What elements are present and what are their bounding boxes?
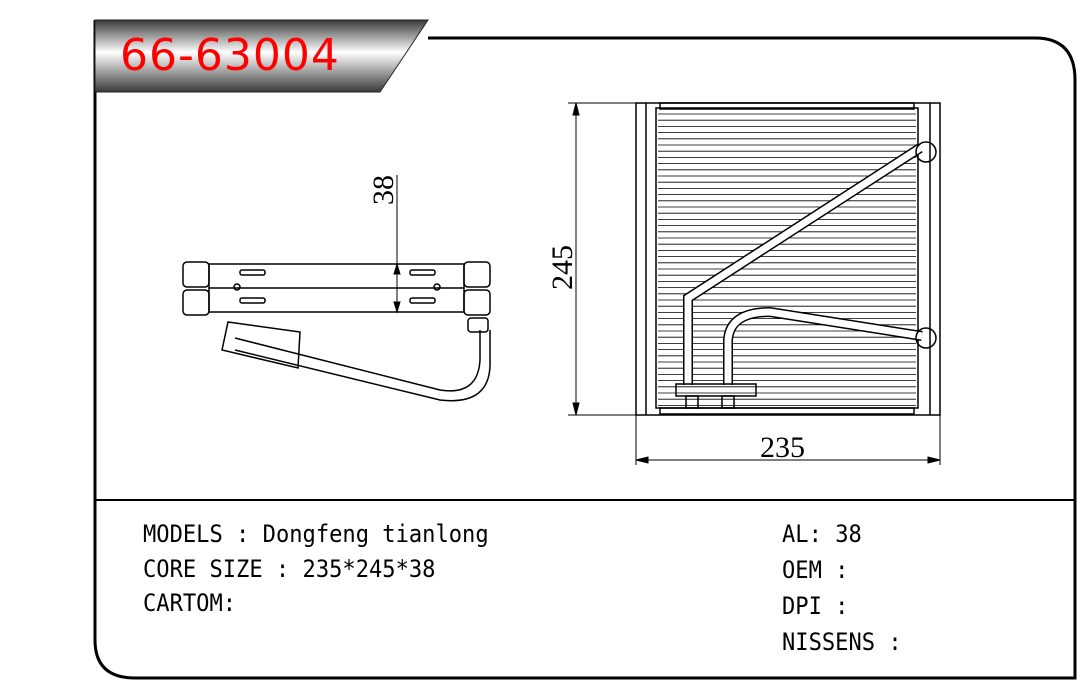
spec-label: MODELS [143,520,223,548]
spec-oem: OEM : [782,556,848,584]
side-view-drawing [182,261,491,402]
spec-label: OEM [782,556,822,584]
spec-models: MODELS : Dongfeng tianlong [143,520,489,548]
width-dimension [635,415,941,465]
sheet-frame [93,20,1077,680]
spec-nissens: NISSENS : [782,628,902,656]
spec-value: 38 [835,520,862,548]
spec-sep: : [222,520,263,548]
height-label: 245 [546,245,579,290]
spec-sep: : [222,589,237,617]
height-dimension [568,102,636,416]
spec-al: AL: 38 [782,520,862,548]
spec-dpi: DPI : [782,592,848,620]
width-label: 235 [760,431,805,464]
spec-label: AL [782,520,809,548]
spec-label: CORE SIZE [143,555,263,583]
title-banner [94,19,429,93]
spec-cartom: CARTOM: [143,589,236,617]
spec-value: Dongfeng tianlong [262,520,489,548]
thickness-label: 38 [367,175,400,205]
spec-core-size: CORE SIZE : 235*245*38 [143,555,435,583]
thickness-dimension [393,175,401,314]
spec-sep: : [808,520,836,548]
spec-label: DPI [782,592,822,620]
spec-label: NISSENS [782,628,876,656]
spec-label: CARTOM [143,589,223,617]
spec-sep: : [875,628,902,656]
spec-sep: : [821,592,849,620]
spec-sep: : [821,556,849,584]
spec-value: 235*245*38 [302,555,436,583]
part-number-title: 66-63004 [120,30,340,81]
front-view-drawing [635,102,941,416]
spec-sep: : [262,555,303,583]
